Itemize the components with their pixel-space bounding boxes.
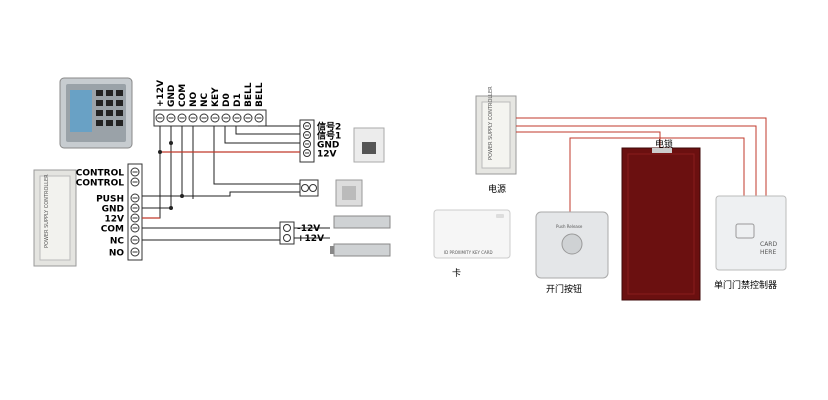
controller-text-1: CARD: [760, 241, 777, 248]
wires-left-red: [142, 151, 300, 219]
reader-terminal-label: 信号2: [317, 121, 341, 133]
reader-terminal-label: 信号1: [317, 130, 341, 142]
controller-terminal-label: NO: [109, 249, 125, 259]
access-controller: CARD HERE: [715, 195, 787, 271]
controller-box-text: POWER SUPPLY CONTROLLER: [44, 174, 50, 248]
lock-terminal-label: -12V: [297, 224, 320, 234]
exit-button-terminal-block: [299, 179, 319, 197]
reader-terminal-label: 12V: [317, 150, 337, 160]
electric-lock: [330, 215, 391, 257]
controller-terminal-label: NC: [110, 237, 125, 247]
top-terminal-label: KEY: [211, 87, 221, 107]
lock-label: 电锁: [655, 138, 673, 150]
top-terminal-label: NO: [189, 91, 199, 107]
controller-terminal-label: GND: [102, 205, 124, 215]
reader-terminal-block: [299, 119, 315, 163]
lock-terminal-label: +12V: [297, 234, 324, 244]
button-text: Push Release: [556, 224, 583, 229]
controller-label: 单门门禁控制器: [714, 279, 777, 291]
lock-terminal-labels: -12V+12V: [297, 224, 324, 244]
top-terminal-label: GND: [167, 85, 177, 107]
top-terminal-label: D1: [233, 93, 243, 107]
exit-button: Push Release: [535, 211, 609, 279]
controller-terminal-label: CONTROL: [76, 179, 125, 189]
card-reader: [353, 127, 385, 163]
controller-terminal-label: 12V: [105, 215, 125, 225]
top-terminal-label: BELL: [244, 82, 254, 107]
top-terminal-label: COM: [178, 84, 188, 107]
top-terminal-block: [153, 109, 267, 127]
controller-terminal-label: CONTROL: [76, 169, 125, 179]
power-supply-controller-left: POWER SUPPLY CONTROLLER: [33, 169, 77, 267]
exit-button-device: [335, 179, 363, 207]
controller-terminal-label: PUSH: [96, 195, 124, 205]
door: [621, 147, 701, 301]
card-text: ID PROXIMITY KEY CARD: [444, 250, 493, 255]
top-terminal-label: NC: [200, 92, 210, 107]
power-supply-right: POWER SUPPLY CONTROLLER: [475, 86, 517, 175]
keypad-reader: [59, 77, 133, 149]
power-box-text: POWER SUPPLY CONTROLLER: [488, 86, 494, 160]
wires-right-red: [516, 117, 767, 214]
button-label: 开门按钮: [546, 283, 582, 295]
wire-junctions: [158, 141, 184, 210]
power-label: 电源: [488, 183, 506, 195]
top-terminal-label: +12V: [156, 80, 166, 107]
card-label: 卡: [452, 267, 461, 279]
controller-text-2: HERE: [760, 249, 776, 256]
top-terminal-label: D0: [222, 93, 232, 107]
controller-terminal-label: COM: [101, 225, 124, 235]
reader-terminal-label: GND: [317, 141, 339, 151]
proximity-card: ID PROXIMITY KEY CARD: [433, 209, 511, 259]
lock-terminal-block: [279, 221, 295, 245]
left-terminal-block: [127, 163, 143, 261]
top-terminal-label: BELL: [255, 82, 265, 107]
